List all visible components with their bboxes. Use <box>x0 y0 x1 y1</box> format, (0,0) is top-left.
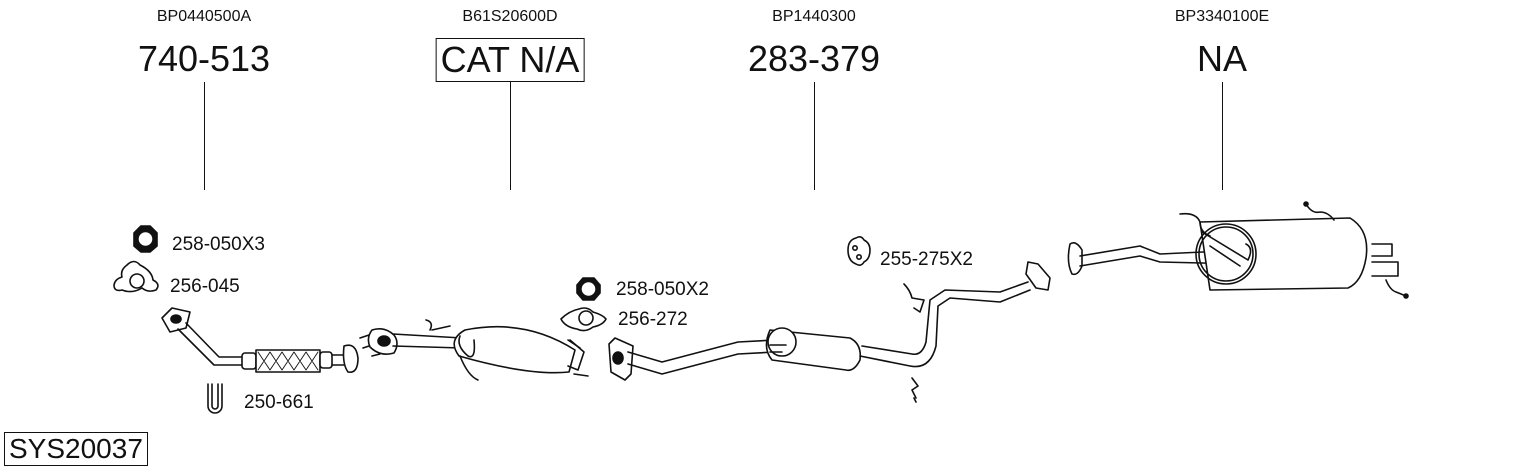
front-pipe-drawing <box>161 307 359 374</box>
rear-silencer-drawing <box>1067 201 1409 299</box>
two-bolt-gasket-icon <box>560 307 607 332</box>
hex-nut-icon <box>576 277 601 301</box>
accessory-label[interactable]: 250-661 <box>244 392 314 413</box>
catalytic-converter-drawing <box>359 319 589 381</box>
leader-line <box>814 82 815 190</box>
three-bolt-gasket-icon <box>113 260 159 293</box>
middle-silencer-drawing <box>608 261 1051 403</box>
accessory-label[interactable]: 258-050X2 <box>616 279 709 300</box>
part-number[interactable]: CAT N/A <box>435 38 585 82</box>
u-bolt-clamp-icon <box>207 383 223 414</box>
oem-number: B61S20600D <box>462 8 558 25</box>
accessory-label[interactable]: 256-045 <box>170 276 240 297</box>
oem-number: BP3340100E <box>1174 8 1270 25</box>
leader-line <box>1222 82 1223 190</box>
leader-line <box>204 82 205 190</box>
accessory-label[interactable]: 255-275X2 <box>880 249 973 270</box>
part-number[interactable]: 740-513 <box>137 38 271 79</box>
oem-number: BP0440500A <box>156 8 252 25</box>
part-number[interactable]: 283-379 <box>747 38 881 79</box>
oem-number: BP1440300 <box>772 8 856 25</box>
part-number[interactable]: NA <box>1196 38 1248 79</box>
accessory-label[interactable]: 256-272 <box>618 309 688 330</box>
rubber-hanger-icon <box>847 236 871 266</box>
accessory-label[interactable]: 258-050X3 <box>172 234 265 255</box>
system-code: SYS20037 <box>4 432 148 466</box>
hex-nut-icon <box>133 225 158 253</box>
leader-line <box>510 82 511 190</box>
